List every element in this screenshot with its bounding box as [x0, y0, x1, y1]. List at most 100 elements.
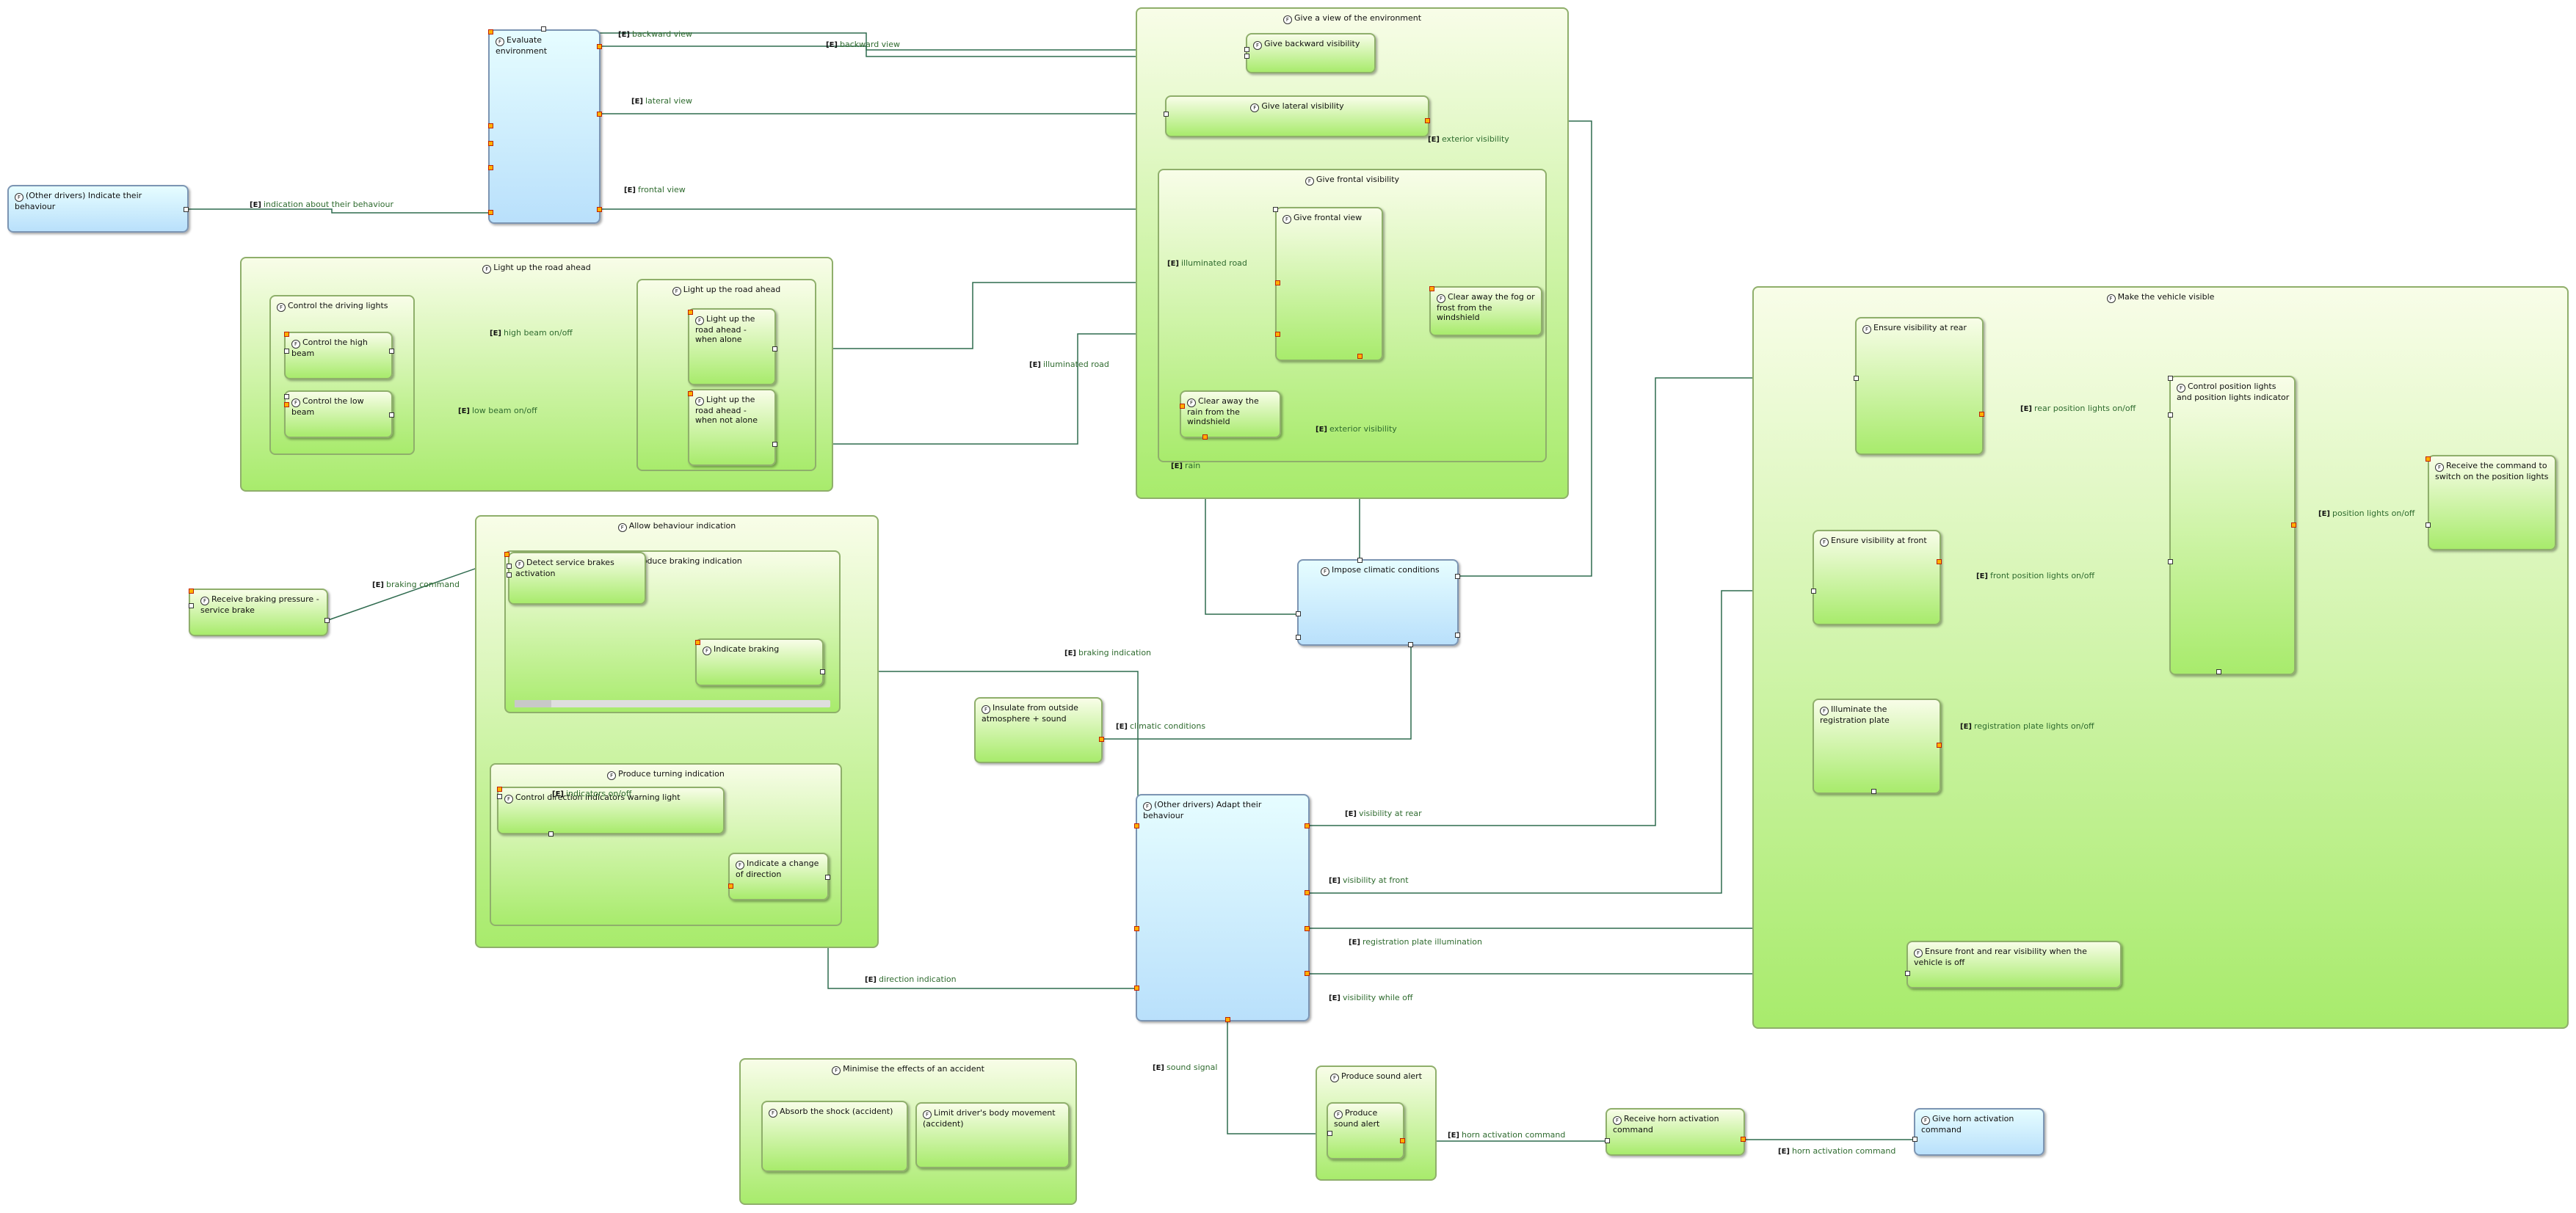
scrollbar-thumb[interactable] [515, 700, 551, 707]
input-port[interactable] [1296, 611, 1301, 616]
output-port[interactable] [1180, 404, 1185, 409]
exchange-label[interactable]: [E]high beam on/off [490, 328, 573, 338]
output-port[interactable] [488, 123, 493, 128]
output-port[interactable] [597, 44, 602, 49]
output-port[interactable] [504, 552, 509, 557]
input-port[interactable] [184, 207, 189, 212]
input-port[interactable] [2216, 669, 2221, 674]
exchange-label[interactable]: [E]registration plate lights on/off [1960, 721, 2094, 731]
input-port[interactable] [507, 572, 512, 578]
output-port[interactable] [488, 210, 493, 215]
input-port[interactable] [1905, 971, 1910, 976]
input-port[interactable] [1912, 1137, 1918, 1142]
output-port[interactable] [1357, 354, 1363, 359]
edge-indication-behaviour[interactable] [188, 208, 488, 214]
exchange-label[interactable]: [E]braking indication [1064, 648, 1152, 658]
output-port[interactable] [695, 640, 700, 645]
input-port[interactable] [825, 875, 830, 880]
output-port[interactable] [1134, 926, 1139, 931]
exchange-label[interactable]: [E]horn activation command [1448, 1130, 1566, 1140]
exchange-label[interactable]: [E]braking command [372, 580, 460, 589]
exchange-label[interactable]: [E]low beam on/off [458, 406, 537, 415]
output-port[interactable] [1305, 890, 1310, 895]
input-port[interactable] [1811, 589, 1816, 594]
exchange-label[interactable]: [E]backward view [618, 29, 693, 39]
output-port[interactable] [488, 29, 493, 34]
input-port[interactable] [1605, 1138, 1610, 1143]
exchange-label[interactable]: [E]front position lights on/off [1976, 571, 2095, 580]
exchange-label[interactable]: [E]indication about their behaviour [250, 200, 394, 209]
output-port[interactable] [1202, 434, 1208, 440]
exchange-label[interactable]: [E]registration plate illumination [1349, 937, 1482, 947]
exchange-label[interactable]: [E]frontal view [624, 185, 686, 194]
output-port[interactable] [1425, 118, 1430, 123]
edge-backward-view-1[interactable] [600, 45, 1248, 57]
input-port[interactable] [389, 349, 394, 354]
output-port[interactable] [688, 310, 693, 315]
exchange-label[interactable]: [E]illuminated road [1167, 258, 1247, 268]
exchange-label[interactable]: [E]visibility while off [1329, 993, 1413, 1002]
exchange-label[interactable]: [E]exterior visibility [1316, 424, 1397, 434]
input-port[interactable] [284, 394, 289, 399]
output-port[interactable] [1429, 286, 1434, 291]
exchange-label[interactable]: [E]exterior visibility [1428, 134, 1509, 144]
input-port[interactable] [820, 669, 825, 674]
input-port[interactable] [1244, 54, 1249, 59]
exchange-label[interactable]: [E]visibility at rear [1345, 809, 1422, 818]
exchange-label[interactable]: [E]climatic conditions [1116, 721, 1206, 731]
edge-illuminated-road-1[interactable] [777, 282, 1277, 349]
output-port[interactable] [2291, 522, 2296, 528]
input-port[interactable] [772, 346, 777, 351]
input-port[interactable] [507, 564, 512, 569]
output-port[interactable] [189, 589, 194, 594]
output-port[interactable] [1937, 743, 1942, 748]
output-port[interactable] [1225, 1017, 1230, 1022]
output-port[interactable] [284, 402, 289, 407]
exchange-label[interactable]: [E]lateral view [631, 96, 693, 106]
actor-adapt-behaviour[interactable]: F(Other drivers) Adapt their behaviour [1136, 794, 1310, 1021]
horizontal-scrollbar[interactable] [515, 700, 830, 707]
output-port[interactable] [497, 787, 502, 792]
input-port[interactable] [1455, 574, 1460, 579]
output-port[interactable] [1275, 280, 1280, 285]
output-port[interactable] [1305, 823, 1310, 828]
input-port[interactable] [1408, 642, 1413, 647]
output-port[interactable] [284, 332, 289, 337]
input-port[interactable] [2168, 412, 2173, 418]
actor-other-drivers-indicate[interactable]: F(Other drivers) Indicate their behaviou… [7, 185, 189, 233]
input-port[interactable] [1854, 376, 1859, 381]
exchange-label[interactable]: [E]backward view [826, 40, 901, 49]
input-port[interactable] [1327, 1131, 1332, 1136]
input-port[interactable] [189, 603, 194, 608]
exchange-label[interactable]: [E]visibility at front [1329, 875, 1409, 885]
input-port[interactable] [1455, 633, 1460, 638]
input-port[interactable] [1357, 558, 1363, 563]
output-port[interactable] [1400, 1138, 1405, 1143]
output-port[interactable] [728, 884, 733, 889]
input-port[interactable] [1273, 207, 1278, 212]
